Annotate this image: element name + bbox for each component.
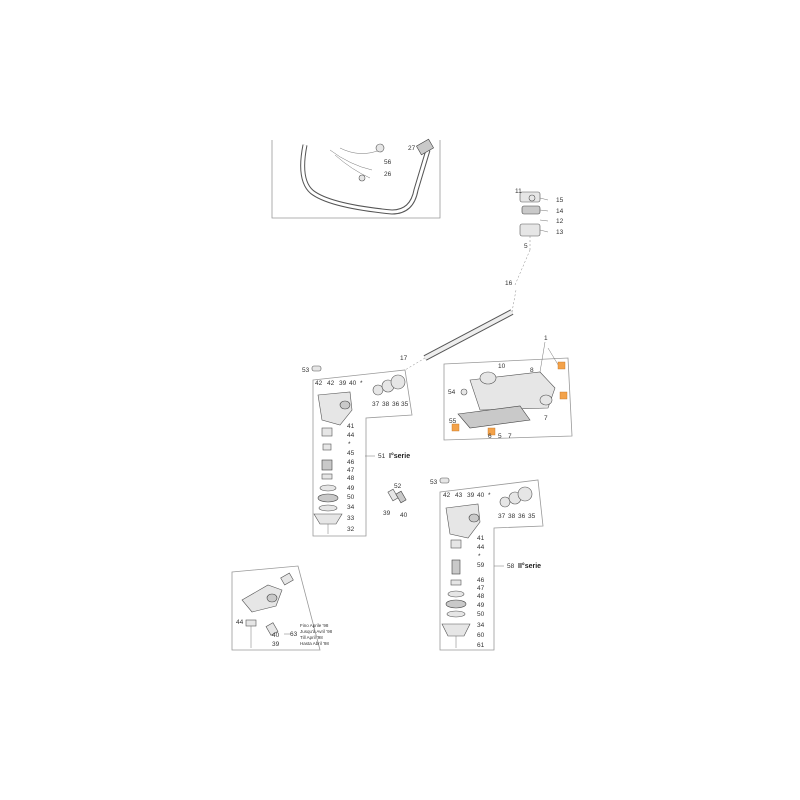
part-label: 11 xyxy=(515,188,522,195)
part-label: 40 xyxy=(400,512,408,519)
series-label: II°serie xyxy=(518,562,541,570)
part-label: 37 xyxy=(372,401,380,408)
part-label: 8 xyxy=(530,367,534,374)
part-label: 52 xyxy=(394,483,402,490)
part-label: 13 xyxy=(556,229,564,236)
part-label: 37 xyxy=(498,513,506,520)
part-label: 1 xyxy=(544,335,548,342)
part-label: 47 xyxy=(347,467,355,474)
part-label: 54 xyxy=(448,389,456,396)
part-label: 55 xyxy=(449,418,457,425)
part-label: 61 xyxy=(477,642,485,649)
gearbox-group-d: 44 40 39 63 Fino Aprile '98 Jusqu'à Avri… xyxy=(231,565,333,651)
part-label: 42 xyxy=(443,492,451,499)
part-label: 50 xyxy=(347,494,355,501)
part-label: 39 xyxy=(339,380,347,387)
part-label: 47 xyxy=(477,585,485,592)
handle-group: 56 26 27 xyxy=(271,138,441,219)
part-label: 39 xyxy=(272,641,280,648)
part-label: * xyxy=(488,492,491,499)
part-label: 43 xyxy=(455,492,463,499)
part-label: 41 xyxy=(347,423,355,430)
screw-group-c: 52 39 40 xyxy=(383,483,408,519)
part-label: 38 xyxy=(382,401,390,408)
part-label: 17 xyxy=(400,355,408,362)
handle-bar xyxy=(300,144,431,215)
highlight-tag xyxy=(487,427,496,436)
part-label: 35 xyxy=(401,401,409,408)
part-label: 34 xyxy=(477,622,485,629)
part-label: 53 xyxy=(302,367,310,374)
part-label: 14 xyxy=(556,208,564,215)
series-label: I°serie xyxy=(389,452,410,460)
part-label: 5 xyxy=(498,433,502,440)
part-label: 53 xyxy=(430,479,438,486)
gearbox-group-a: 53 42 42 39 40 * 37 38 36 35 41 44 * 45 … xyxy=(302,365,413,537)
part-label: 41 xyxy=(477,535,485,542)
part-label: 42 xyxy=(327,380,335,387)
part-label: 60 xyxy=(477,632,485,639)
part-label: 36 xyxy=(392,401,400,408)
part-label: 56 xyxy=(384,159,392,166)
part-label: 50 xyxy=(477,611,485,618)
part-label: 35 xyxy=(528,513,536,520)
highlight-tag xyxy=(451,423,460,432)
version-note: Fino Aprile '98 xyxy=(300,623,329,628)
part-label: * xyxy=(360,380,363,387)
part-label: 46 xyxy=(347,459,355,466)
drive-shaft: 16 17 xyxy=(400,280,517,371)
clamp-group: 1 10 8 54 7 55 6 5 7 xyxy=(443,335,573,441)
part-label: 36 xyxy=(518,513,526,520)
part-label: 40 xyxy=(272,632,280,639)
part-label: 63 xyxy=(290,631,298,638)
part-label: 10 xyxy=(498,363,506,370)
part-label: 44 xyxy=(347,432,355,439)
part-label: 46 xyxy=(477,577,485,584)
throttle-cluster: 11 15 14 12 13 5 xyxy=(514,188,564,286)
part-label: 5 xyxy=(524,243,528,250)
part-label: 34 xyxy=(347,504,355,511)
part-label: 7 xyxy=(544,415,548,422)
gearbox-group-b: 53 42 43 39 40 * 37 38 36 35 41 44 * 59 … xyxy=(430,477,544,651)
highlight-tag xyxy=(557,361,566,370)
part-label: 33 xyxy=(347,515,355,522)
part-label: 7 xyxy=(508,433,512,440)
version-note: Jusqu'à Avril '98 xyxy=(300,629,333,634)
part-label: 58 xyxy=(507,563,515,570)
part-label: 15 xyxy=(556,197,564,204)
part-label: 49 xyxy=(347,485,355,492)
part-label: 12 xyxy=(556,218,564,225)
part-label: 51 xyxy=(378,453,386,460)
part-label: * xyxy=(478,553,481,560)
part-label: 45 xyxy=(347,450,355,457)
version-note: Hasta Abril '98 xyxy=(300,641,329,646)
part-label: 42 xyxy=(315,380,323,387)
part-label: 16 xyxy=(505,280,513,287)
version-note: Till April '98 xyxy=(300,635,323,640)
part-label: 49 xyxy=(477,602,485,609)
part-label: 26 xyxy=(384,171,392,178)
part-label: 32 xyxy=(347,526,355,533)
part-label: 40 xyxy=(477,492,485,499)
part-label: 39 xyxy=(467,492,475,499)
part-label: 44 xyxy=(477,544,485,551)
part-label: 6 xyxy=(488,433,492,440)
part-label: 39 xyxy=(383,510,391,517)
part-label: * xyxy=(348,441,351,448)
highlight-tag xyxy=(559,391,568,400)
part-label: 44 xyxy=(236,619,244,626)
part-label: 40 xyxy=(349,380,357,387)
part-label: 59 xyxy=(477,562,485,569)
part-label: 27 xyxy=(408,145,416,152)
part-label: 48 xyxy=(347,475,355,482)
part-label: 38 xyxy=(508,513,516,520)
part-label: 48 xyxy=(477,593,485,600)
